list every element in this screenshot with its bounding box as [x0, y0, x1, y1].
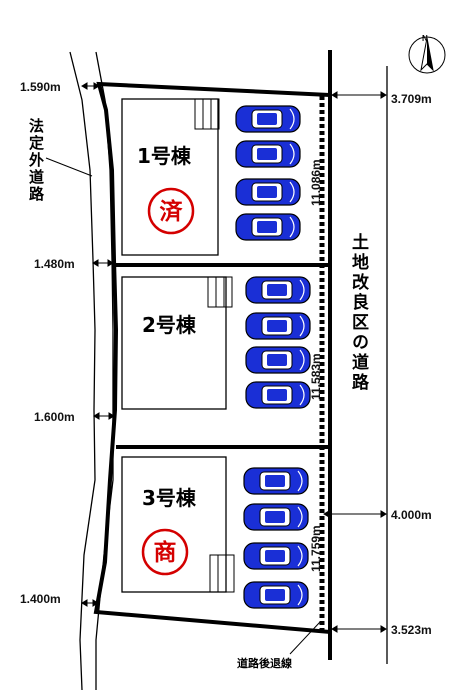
car-icon — [235, 140, 301, 168]
parking-cars — [235, 105, 311, 609]
lot-1-badge: 済 — [147, 187, 195, 235]
lot-2-name: 2号棟 — [142, 313, 197, 337]
lot-1-badge-text: 済 — [160, 198, 184, 225]
right-road-label: 土地改良区の道路 — [348, 233, 368, 393]
car-icon — [245, 276, 311, 304]
left-road-leader — [45, 157, 93, 177]
lot-3-badge: 商 — [141, 528, 189, 576]
lot-3-name: 3号棟 — [142, 486, 197, 510]
building-2 — [121, 276, 227, 410]
right-width-2: 4.000m — [391, 508, 432, 522]
left-road-outer-edge — [69, 51, 96, 691]
car-icon — [235, 105, 301, 133]
car-icon — [245, 312, 311, 340]
car-icon — [245, 381, 311, 409]
left-width-2: 1.480m — [34, 257, 75, 271]
left-road-label: 法定外道路 — [27, 118, 45, 203]
left-width-4: 1.400m — [20, 592, 61, 606]
car-icon — [245, 346, 311, 374]
lot-1-name: 1号棟 — [137, 144, 192, 168]
compass-north-label: N — [422, 34, 428, 43]
lot-3-badge-text: 商 — [154, 539, 177, 566]
right-dim-arrows — [323, 91, 387, 633]
building-3 — [121, 456, 227, 593]
car-icon — [235, 178, 301, 206]
left-width-1: 1.590m — [20, 80, 61, 94]
left-width-3: 1.600m — [34, 410, 75, 424]
car-icon — [243, 503, 309, 531]
compass-icon: N — [408, 34, 446, 74]
car-icon — [243, 581, 309, 609]
porch-3 — [209, 554, 235, 593]
site-boundary — [93, 81, 332, 635]
frontage-dim-lot-1: 11.086m — [309, 159, 323, 206]
car-icon — [243, 467, 309, 495]
frontage-dim-lot-3: 11.759m — [309, 525, 323, 572]
car-icon — [243, 542, 309, 570]
porch-1 — [194, 98, 220, 130]
left-dim-arrows — [81, 82, 115, 607]
setback-line-label: 道路後退線 — [237, 657, 292, 670]
right-width-1: 3.709m — [391, 92, 432, 106]
car-icon — [235, 213, 301, 241]
building-1 — [121, 98, 219, 256]
setback-leader — [289, 621, 321, 655]
right-width-3: 3.523m — [391, 623, 432, 637]
porch-2 — [207, 276, 233, 308]
frontage-dim-lot-2: 11.583m — [309, 353, 323, 400]
